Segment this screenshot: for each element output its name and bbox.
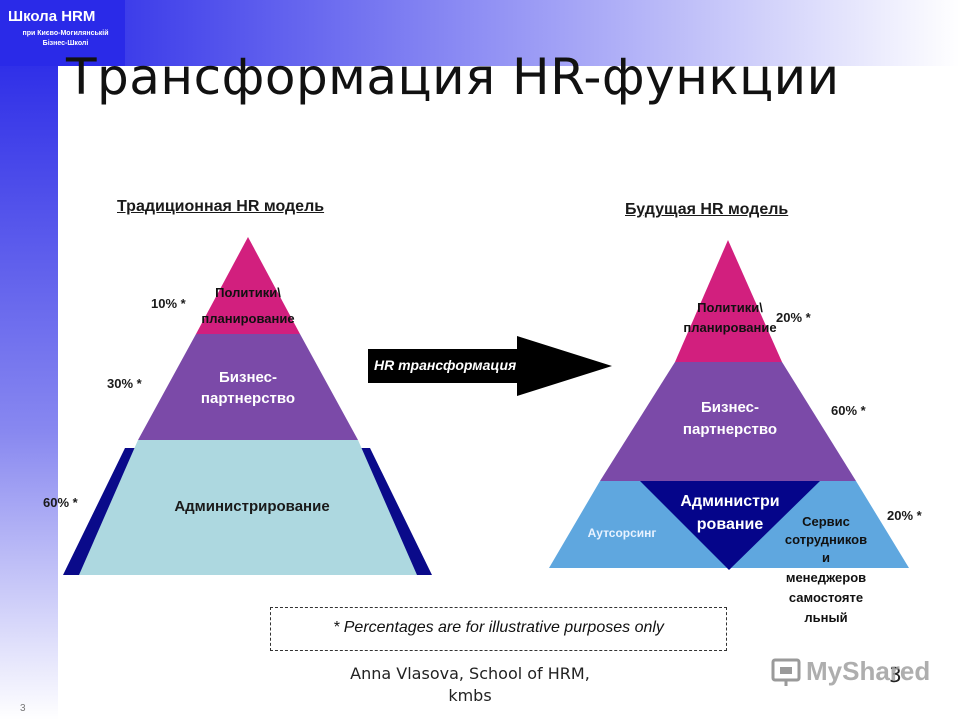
arrow-shape [368, 336, 612, 396]
future-mid-label-1: Бизнес- [700, 399, 759, 416]
note-text: * Percentages are for illustrative purpo… [333, 619, 664, 636]
watermark-icon [771, 658, 801, 686]
traditional-tier-mid [138, 334, 358, 440]
note-box [270, 607, 727, 651]
future-service-label-4: менеджеров [785, 570, 867, 585]
watermark-text: MyShared [806, 656, 931, 686]
future-service-label-1: Сервис [802, 514, 850, 529]
future-service-label-5: самостояте [788, 590, 864, 605]
future-top-label-1: Политики\ [697, 300, 763, 315]
future-service-label-2: сотрудников [784, 532, 868, 547]
future-admin-label-2: рование [696, 516, 764, 533]
future-tier-mid [600, 362, 856, 481]
traditional-pct-mid: 30% * [107, 376, 142, 391]
traditional-heading: Традиционная HR модель [117, 198, 325, 215]
future-pct-top: 20% * [776, 310, 811, 325]
slide-title: Трансформация HR-функции [66, 48, 840, 106]
logo-block [0, 0, 125, 66]
traditional-mid-label-2: партнерство [200, 390, 296, 407]
traditional-tier-bottom [79, 440, 417, 575]
future-admin-label-1: Администри [680, 493, 780, 510]
future-outsourcing-label: Аутсорсинг [587, 526, 657, 540]
traditional-top-label-2: планирование [201, 311, 295, 326]
left-band [0, 0, 58, 720]
future-admin-triangle [640, 481, 820, 570]
traditional-top-label-1: Политики\ [215, 285, 281, 300]
traditional-pct-top: 10% * [151, 296, 186, 311]
corner-number: 3 [20, 703, 26, 714]
arrow-label: HR трансформация [374, 357, 517, 373]
future-heading: Будущая HR модель [625, 201, 789, 218]
page-number: 3 [889, 663, 902, 687]
traditional-pct-bottom: 60% * [43, 495, 78, 510]
future-top-label-2: планирование [683, 320, 777, 335]
future-mid-label-2: партнерство [682, 421, 778, 438]
logo-title: Школа HRM [8, 8, 96, 25]
future-service-label-6: льный [804, 610, 848, 625]
future-service-label-3: и [822, 550, 830, 565]
future-tier-top [675, 240, 782, 362]
traditional-bottom-label: Администрирование [174, 498, 330, 515]
future-pct-mid: 60% * [831, 403, 866, 418]
header-band [0, 0, 960, 66]
footer-line-1: Anna Vlasova, School of HRM, [350, 664, 590, 683]
logo-subtitle-2: Бізнес-Школі [42, 40, 89, 47]
logo-subtitle-1: при Києво-Могилянській [22, 30, 109, 37]
traditional-tier-top [196, 237, 300, 334]
footer-line-2: kmbs [448, 686, 492, 705]
traditional-mid-label-1: Бизнес- [218, 369, 277, 386]
future-pct-bottom: 20% * [887, 508, 922, 523]
